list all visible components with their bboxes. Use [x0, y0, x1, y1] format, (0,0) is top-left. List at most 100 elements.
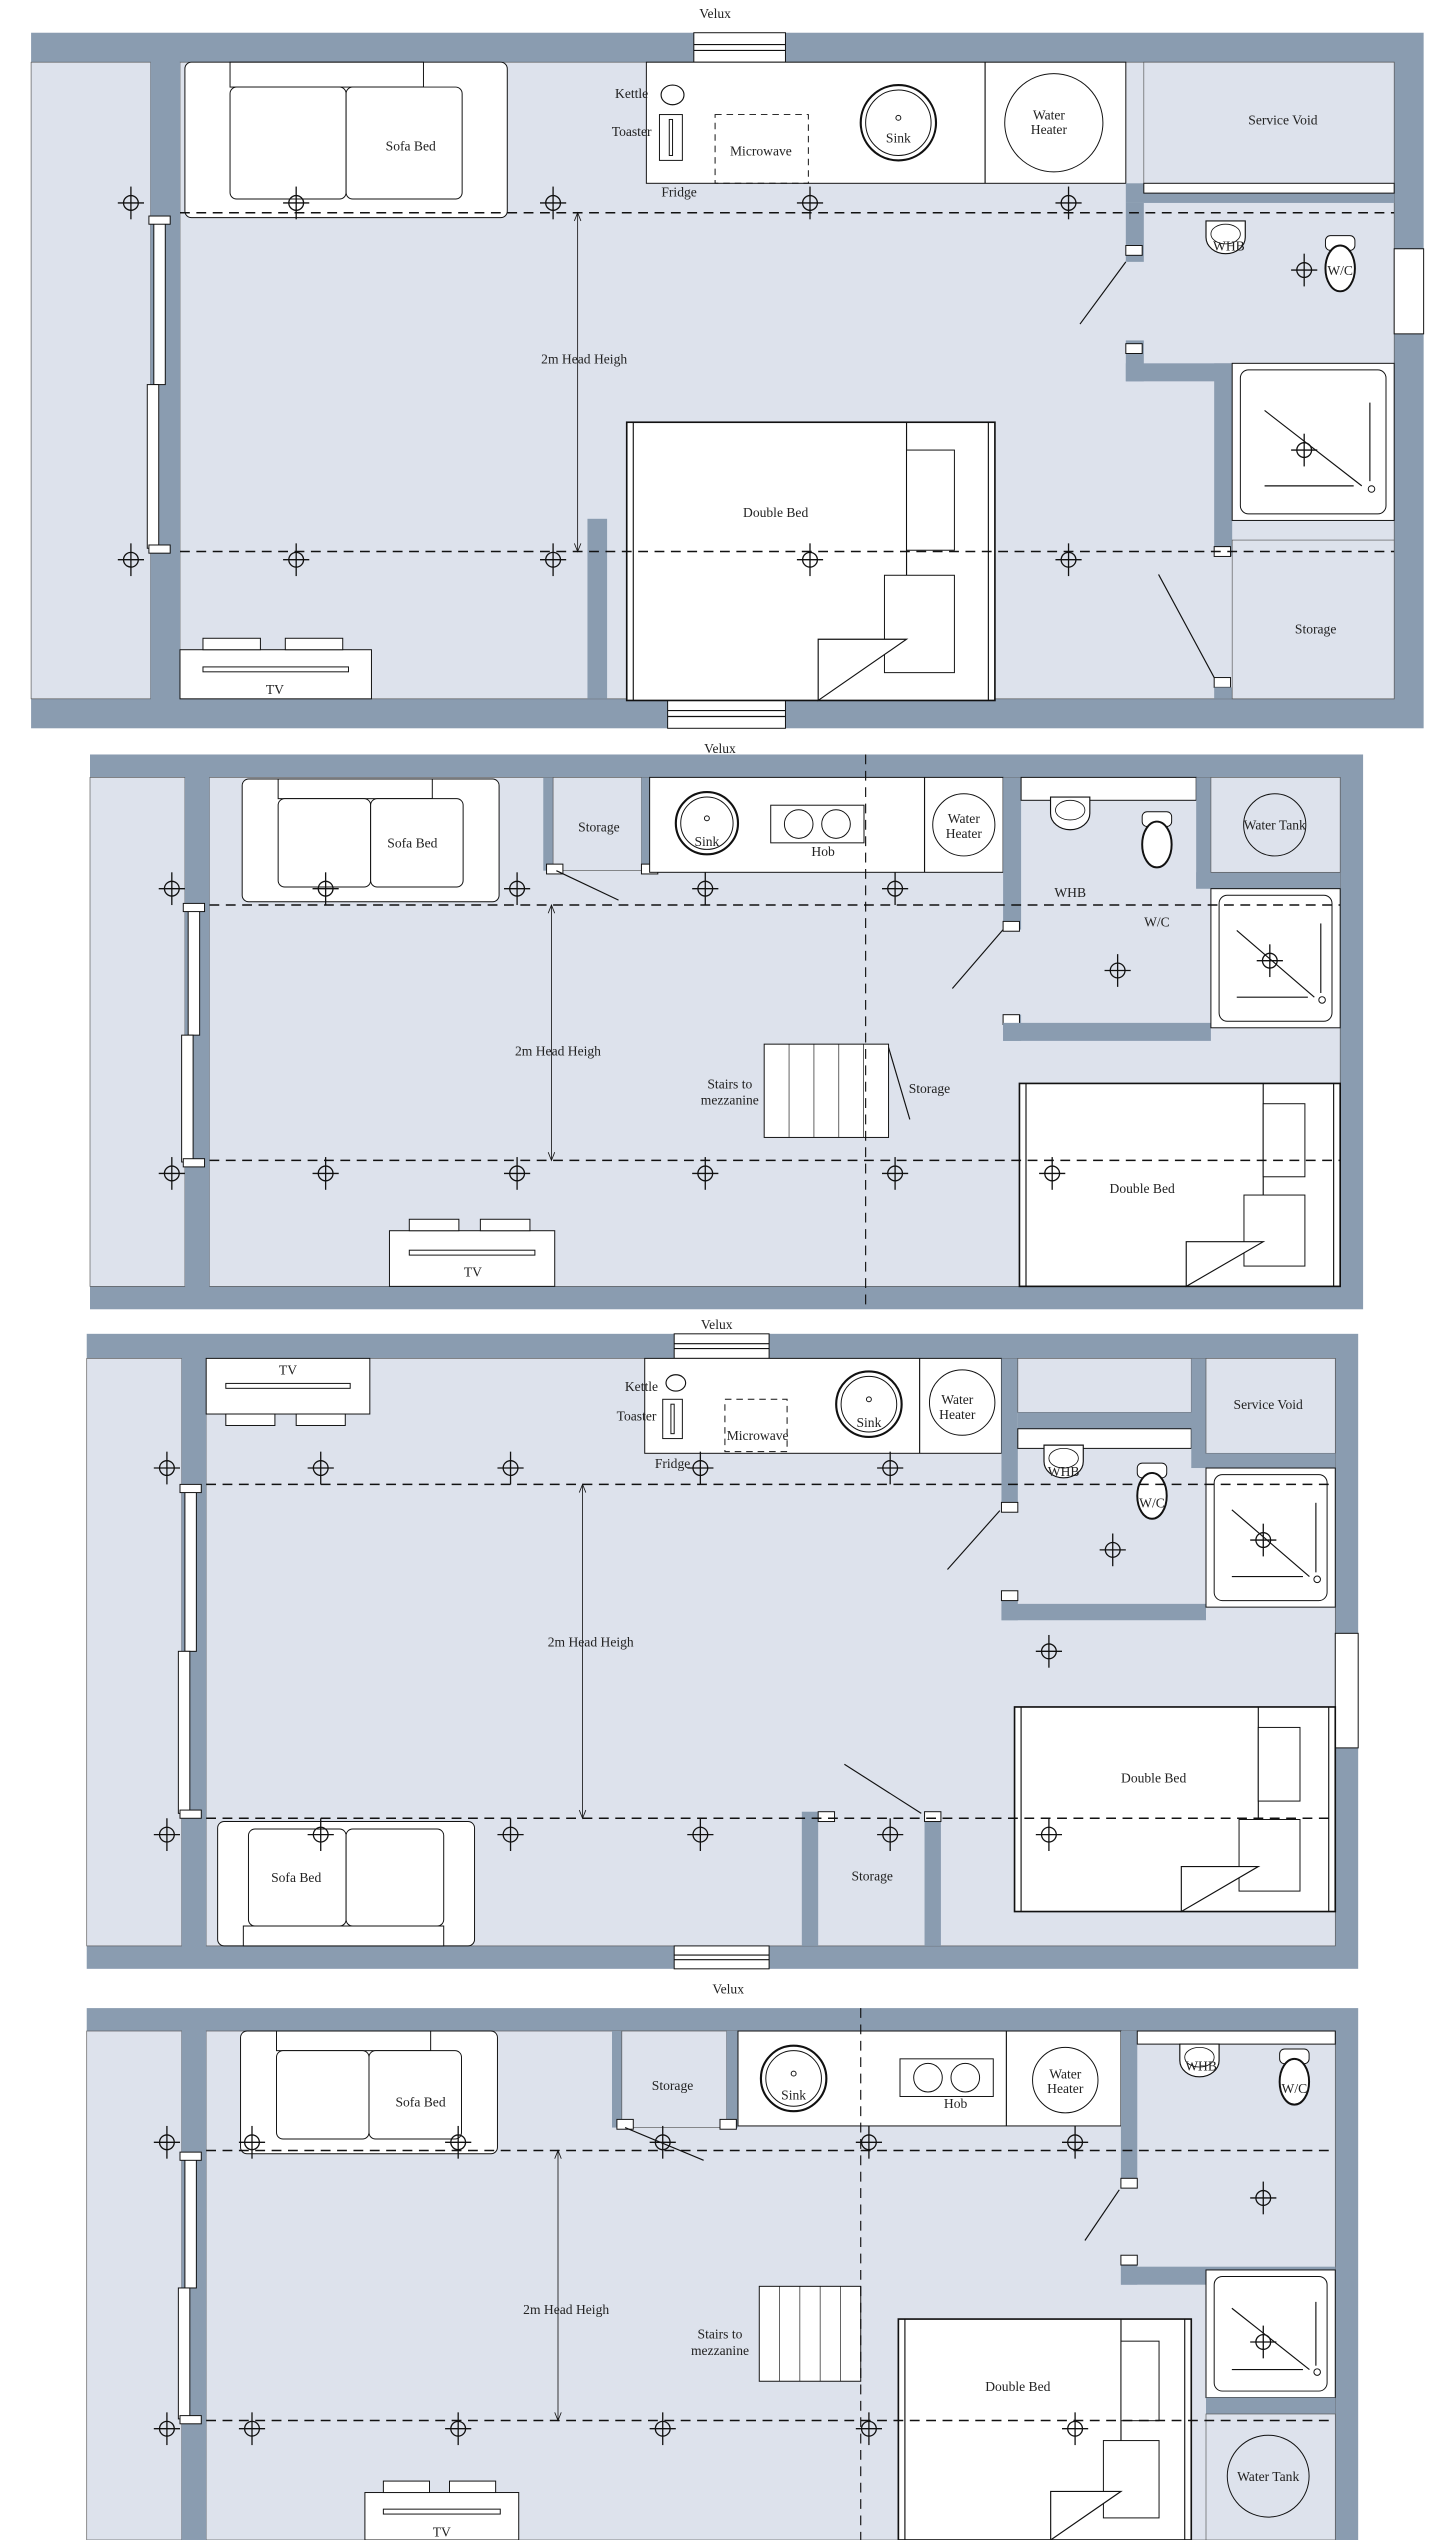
- light-fixture-icon: [877, 1818, 904, 1851]
- shower-screen: [1236, 929, 1315, 998]
- door-post: [1120, 2254, 1138, 2266]
- light-fixture-icon: [283, 186, 310, 220]
- tv-unit-icon: [205, 1357, 371, 1426]
- side-window: [153, 220, 166, 386]
- door-swing: [1084, 2189, 1120, 2241]
- tv-unit: [364, 2492, 520, 2540]
- label-sofa: Sofa Bed: [271, 1870, 321, 1885]
- pillow: [906, 449, 955, 551]
- stairs: [758, 2285, 862, 2382]
- door-swing: [1079, 261, 1127, 325]
- light-fixture-icon: [1062, 2125, 1089, 2159]
- velux-label: Velux: [699, 6, 731, 21]
- label-kettle: Kettle: [615, 86, 648, 101]
- label-stairs2: mezzanine: [701, 1093, 759, 1108]
- microwave-icon: [714, 114, 809, 184]
- wall: [612, 2031, 622, 2128]
- pillow: [883, 574, 955, 674]
- light-fixture-icon: [1055, 186, 1082, 220]
- wall: [1001, 1603, 1206, 1621]
- speaker: [408, 1218, 460, 1232]
- water-tank-icon: [1243, 793, 1307, 857]
- toilet-bowl: [1324, 244, 1356, 293]
- velux-window: [693, 32, 786, 63]
- label-whb: WHB: [1054, 885, 1086, 900]
- wall: [587, 518, 608, 699]
- shelf: [1143, 182, 1395, 194]
- wash-basin-icon: [1205, 220, 1246, 255]
- sink-icon: [759, 2044, 828, 2113]
- label-sofa: Sofa Bed: [386, 139, 436, 154]
- side-window: [184, 1488, 197, 1652]
- tv-screen: [225, 1382, 351, 1389]
- door-post: [1125, 343, 1143, 354]
- shelf: [1020, 776, 1197, 801]
- side-void: [86, 1358, 182, 1947]
- light-fixture-icon: [153, 1451, 180, 1485]
- wash-basin-icon: [1179, 2043, 1220, 2078]
- light-fixture-icon: [307, 1451, 334, 1485]
- sink-inner: [765, 2050, 822, 2107]
- label-head: 2m Head Heigh: [523, 2302, 609, 2317]
- door-post: [924, 1811, 942, 1823]
- label-tv: TV: [464, 1265, 482, 1280]
- light-fixture-icon: [158, 1157, 185, 1190]
- hob: [770, 804, 865, 844]
- shower-tray-icon: [1231, 362, 1395, 521]
- door-post: [817, 1811, 836, 1823]
- wall: [1125, 363, 1233, 382]
- label-toaster: Toaster: [617, 1409, 657, 1424]
- water-heater-icon: [1032, 2046, 1099, 2114]
- light-fixture-icon: [540, 543, 567, 577]
- label-service_void: Service Void: [1248, 112, 1317, 127]
- wall: [1017, 1412, 1206, 1429]
- sofa-bed-icon: [217, 1821, 476, 1947]
- sink-drain: [790, 2070, 797, 2077]
- pillow: [1243, 1194, 1306, 1267]
- label-water_tank: Water Tank: [1237, 2469, 1299, 2484]
- water-tank-cupboard: [1210, 777, 1341, 873]
- bath-cupboard: [1017, 1358, 1192, 1413]
- light-fixture-icon: [1250, 2325, 1277, 2359]
- light-fixture-icon: [153, 2125, 180, 2159]
- velux-label: Velux: [701, 1317, 733, 1332]
- label-toaster: Toaster: [612, 124, 652, 139]
- wall: [1191, 1358, 1206, 1469]
- window-sill: [179, 2151, 202, 2161]
- label-hob: Hob: [811, 844, 835, 859]
- toilet-bowl: [1141, 820, 1173, 869]
- side-window: [1334, 1632, 1359, 1749]
- tv-unit-icon: [179, 637, 372, 700]
- shower-tray-icon: [1210, 888, 1341, 1029]
- basin-bowl: [1210, 223, 1241, 245]
- light-fixture-icon: [158, 872, 185, 906]
- arrowhead: [547, 903, 556, 1162]
- shower-tray: [1239, 369, 1387, 515]
- toilet-bowl: [1278, 2057, 1311, 2106]
- basin-bowl: [1184, 2046, 1215, 2068]
- label-tv: TV: [266, 682, 284, 697]
- sink-icon: [835, 1370, 903, 1438]
- label-sofa: Sofa Bed: [395, 2094, 445, 2109]
- window-sill: [179, 1483, 202, 1494]
- label-wc: W/C: [1139, 1495, 1165, 1510]
- kettle-icon: [665, 1374, 687, 1392]
- light-fixture-icon: [540, 186, 567, 220]
- sofa-back: [242, 1925, 445, 1947]
- door-swing: [951, 929, 1004, 989]
- velux-window: [667, 698, 786, 729]
- basin: [1049, 796, 1091, 831]
- door-post: [1002, 920, 1020, 932]
- wall: [1003, 1022, 1211, 1041]
- sofa-cushion: [368, 2050, 462, 2140]
- light-fixture-icon: [1099, 1533, 1126, 1567]
- hob-ring: [821, 809, 851, 839]
- door-post: [1000, 1501, 1019, 1513]
- door-swing: [947, 1510, 1001, 1570]
- velux-window: [673, 1945, 770, 1970]
- tv-unit-icon: [388, 1218, 556, 1287]
- tv-screen: [408, 1249, 536, 1256]
- light-fixture-icon: [649, 2412, 676, 2446]
